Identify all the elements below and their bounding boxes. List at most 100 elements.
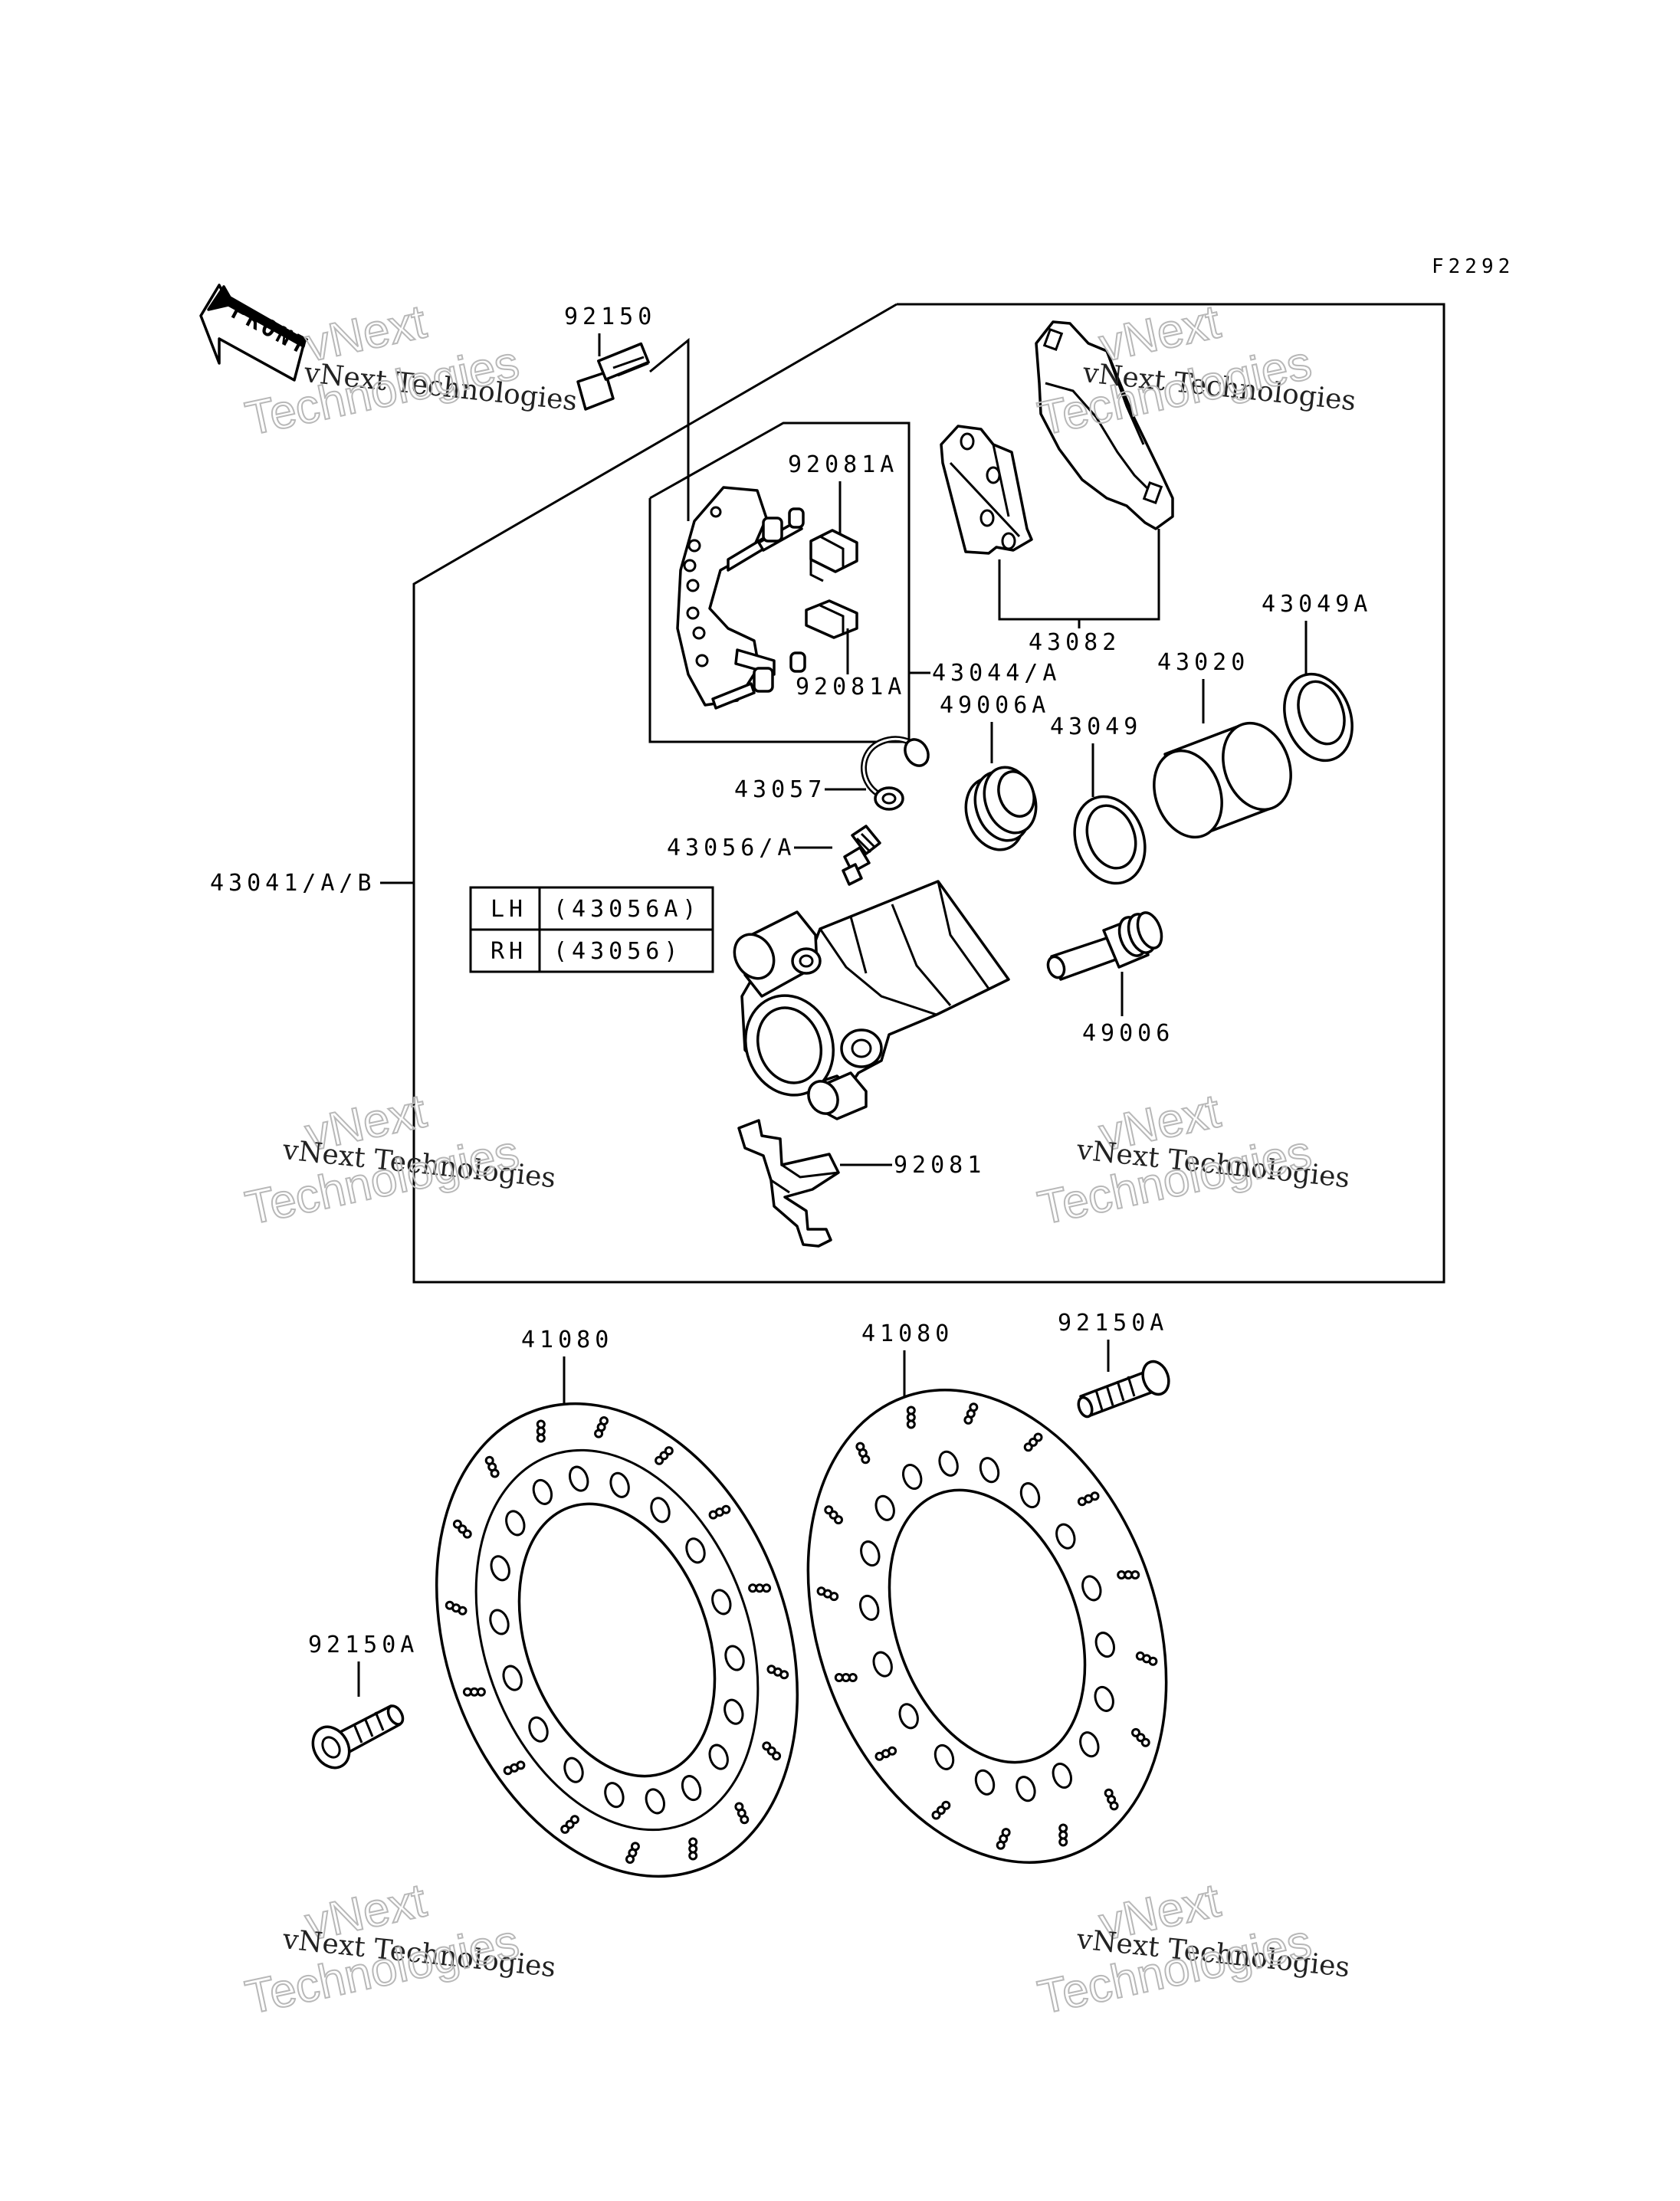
- side-table: LH (43056A) RH (43056): [469, 886, 714, 973]
- disc-vent-dot: [824, 1505, 834, 1515]
- pad-spring-a-top: [809, 529, 858, 582]
- disc-mount-hole: [528, 1716, 549, 1743]
- disc-vent-dot: [1058, 1837, 1068, 1847]
- label-piston-seal: 43049: [1050, 713, 1142, 740]
- label-piston: 43020: [1157, 649, 1249, 676]
- pad-spring-a-bottom: [805, 599, 858, 639]
- pad-spring: [737, 1119, 840, 1248]
- disc-mount-hole: [860, 1540, 881, 1567]
- disc-mount-hole: [1094, 1685, 1114, 1712]
- disc-vent-dot: [721, 1504, 731, 1514]
- disc-vent-dot: [772, 1751, 782, 1761]
- disc-mount-hole: [532, 1478, 553, 1505]
- disc-vent-dot: [1148, 1656, 1158, 1666]
- disc-mount-hole: [1055, 1523, 1076, 1550]
- disc-vent-dot: [740, 1815, 750, 1825]
- disc-vent-dot: [855, 1442, 865, 1451]
- disc-vent-dot: [906, 1406, 916, 1415]
- brake-pad-inner: [940, 425, 1033, 555]
- disc-mount-hole: [1081, 1575, 1102, 1602]
- label-disc-bolt-right: 92150A: [1058, 1310, 1168, 1337]
- disc-vent-dot: [536, 1419, 546, 1429]
- disc-mount-hole: [505, 1510, 526, 1537]
- disc-mount-hole: [874, 1494, 895, 1521]
- disc-mount-hole: [569, 1465, 589, 1492]
- disc-vent-dot: [816, 1586, 826, 1596]
- front-arrow-icon: FRONT: [199, 284, 313, 382]
- brake-pad-outer: [1035, 320, 1174, 530]
- disc-mount-hole: [934, 1743, 955, 1770]
- slide-pin: [1046, 911, 1163, 981]
- disc-vent-dot: [874, 1751, 884, 1761]
- disc-mount-hole: [1016, 1776, 1036, 1802]
- watermark-5: vNext vNext Technologies Technologies: [241, 1873, 557, 2025]
- label-disc-left: 41080: [521, 1327, 613, 1353]
- disc-mount-hole: [645, 1788, 665, 1815]
- disc-vent-dot: [560, 1824, 570, 1834]
- disc-vent-dot: [452, 1519, 462, 1529]
- label-bracket: 43044/A: [932, 660, 1061, 687]
- label-bleeder-valve: 43056/A: [667, 835, 796, 861]
- caliper-body: [733, 880, 1010, 1120]
- caliper-bracket: [676, 486, 806, 710]
- disc-vent-dot: [1130, 1570, 1140, 1579]
- piston-seal: [1073, 795, 1147, 885]
- disc-mount-hole: [898, 1703, 919, 1730]
- disc-vent-dot: [1140, 1737, 1150, 1747]
- disc-mount-hole: [938, 1450, 959, 1477]
- disc-mount-hole: [609, 1471, 630, 1498]
- disc-vent-dot: [1090, 1491, 1100, 1501]
- disc-vent-dot: [834, 1673, 844, 1682]
- disc-mount-hole: [708, 1743, 729, 1770]
- disc-vent-dot: [484, 1455, 494, 1465]
- label-pad-spring-a-bottom: 92081A: [796, 674, 906, 700]
- disc-mount-hole: [872, 1651, 893, 1678]
- piston: [1153, 721, 1292, 839]
- disc-mount-hole: [974, 1769, 996, 1796]
- disc-mount-hole: [859, 1594, 880, 1621]
- disc-vent-dot: [779, 1670, 789, 1680]
- disc-mount-hole: [1019, 1482, 1041, 1509]
- label-pad-spring: 92081: [894, 1152, 986, 1179]
- disc-mount-hole: [490, 1555, 510, 1582]
- disc-mount-hole: [1079, 1731, 1100, 1758]
- disc-mount-hole: [979, 1457, 1000, 1484]
- disc-vent-dot: [664, 1446, 674, 1456]
- table-row-rh-side: RH: [491, 938, 527, 965]
- label-disc-bolt-left: 92150A: [308, 1632, 418, 1658]
- disc-mount-hole: [650, 1497, 671, 1524]
- table-row-rh-part: (43056): [553, 938, 682, 965]
- brake-disc-right: [806, 1389, 1168, 1864]
- figure-code: F2292: [1432, 255, 1514, 278]
- disc-vent-dot: [688, 1851, 698, 1861]
- disc-mount-hole: [724, 1645, 745, 1671]
- boot-a: [964, 766, 1038, 851]
- disc-vent-dot: [762, 1583, 772, 1593]
- disc-vent-dot: [625, 1855, 635, 1864]
- label-disc-right: 41080: [861, 1320, 953, 1347]
- watermark-6: vNext vNext Technologies Technologies: [1033, 1873, 1351, 2025]
- disc-vent-dot: [931, 1810, 941, 1820]
- disc-mount-hole: [502, 1665, 523, 1691]
- disc-mount-hole: [724, 1698, 744, 1725]
- table-row-lh-side: LH: [491, 896, 527, 923]
- disc-mount-hole: [489, 1609, 510, 1635]
- bolt-top: [576, 342, 650, 411]
- bleeder-valve: [842, 825, 881, 886]
- table-row-lh-part: (43056A): [553, 896, 701, 923]
- disc-vent-dot: [969, 1402, 979, 1412]
- disc-vent-dot: [503, 1766, 513, 1776]
- label-slide-pin: 49006: [1082, 1020, 1174, 1047]
- disc-mount-hole: [1094, 1632, 1115, 1658]
- bleeder-cap: [861, 736, 930, 811]
- disc-mount-hole: [685, 1537, 706, 1564]
- watermark-3: vNext vNext Technologies Technologies: [241, 1084, 557, 1235]
- label-caliper-assy: 43041/A/B: [210, 870, 376, 897]
- disc-bolt-right: [1077, 1360, 1170, 1419]
- label-piston-seal-a: 43049A: [1262, 591, 1372, 618]
- label-pads: 43082: [1029, 629, 1121, 656]
- watermark-4: vNext vNext Technologies Technologies: [1033, 1084, 1351, 1235]
- disc-mount-hole: [711, 1589, 732, 1615]
